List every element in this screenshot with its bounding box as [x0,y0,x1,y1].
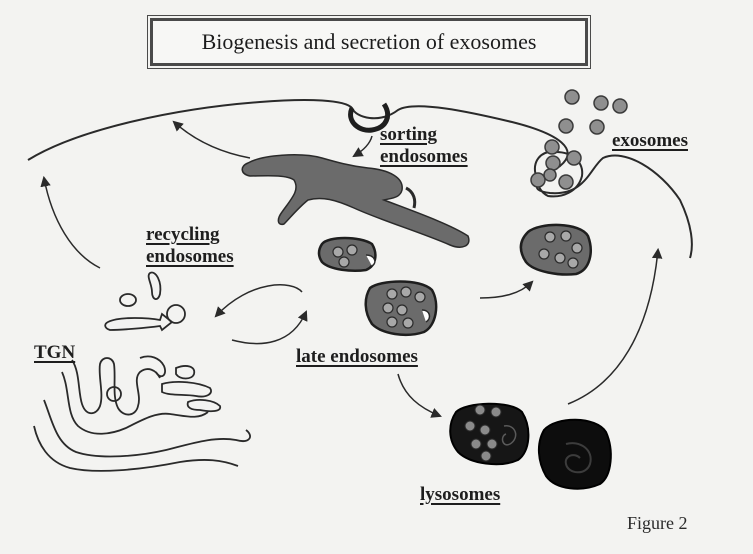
arrow-lysosome-to-membrane [568,250,658,404]
label-lysosomes-text: lysosomes [420,484,500,506]
diagram-title: Biogenesis and secretion of exosomes [150,18,588,66]
lysosome-right [539,420,611,489]
arrow-recycling-to-late [232,312,306,344]
sorting-endosome-branch [406,188,415,208]
label-recycling-line2: endosomes [146,246,234,268]
label-tgn-text: TGN [34,342,75,364]
arrow-late-to-recycling [216,285,302,316]
arrow-late-to-fusing [480,282,532,298]
label-lysosomes: lysosomes [420,484,500,506]
label-exosomes-text: exosomes [612,130,688,152]
late-endosome-small [319,238,375,271]
arrow-sorting-to-membrane [174,122,250,158]
lysosome-left [450,404,528,464]
trans-golgi-network [34,356,250,470]
arrow-membrane-to-sorting [354,136,372,156]
figure-caption: Figure 2 [627,513,688,534]
sorting-endosome-shape [242,155,469,247]
label-sorting-line2: endosomes [380,146,468,168]
label-recycling-endosomes: recycling endosomes [146,224,234,268]
label-late-endosomes: late endosomes [296,346,418,368]
label-exosomes: exosomes [612,130,688,152]
label-sorting-line1: sorting [380,124,468,146]
label-sorting-endosomes: sorting endosomes [380,124,468,168]
fusing-late-endosome [521,225,591,275]
recycling-endosome-vesicles [105,273,185,330]
label-late-text: late endosomes [296,346,418,368]
label-recycling-line1: recycling [146,224,234,246]
late-endosome-large [366,282,436,335]
arrow-late-to-lysosome [398,374,440,416]
label-tgn: TGN [34,342,75,364]
arrow-recycling-to-membrane [44,178,100,268]
